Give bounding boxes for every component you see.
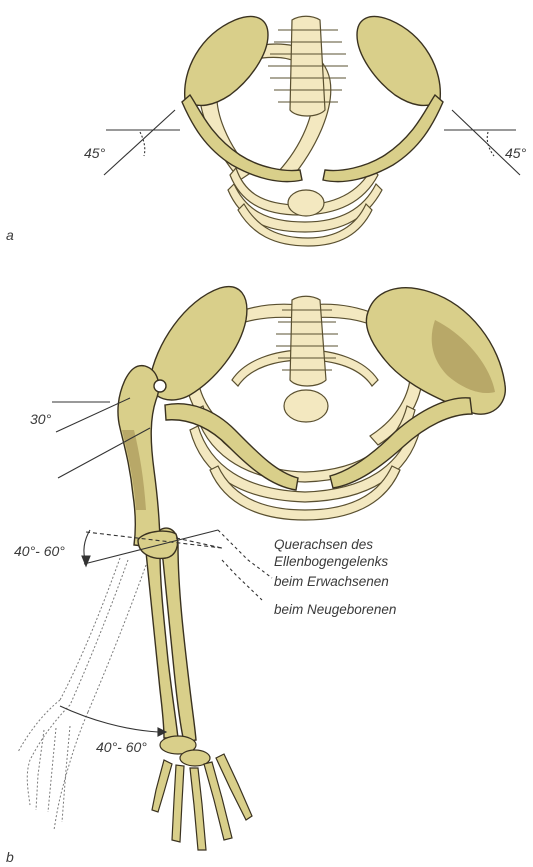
caption-adult: beim Erwachsenen (274, 574, 389, 589)
figure-b: 30° 40°- 60° 40°- 60° Querachsen des Ell… (6, 287, 505, 865)
clavicle-a-right (323, 95, 443, 182)
finger-2 (190, 768, 206, 850)
shoulder-angle-label: 30° (30, 411, 52, 427)
caption-line-2: Ellenbogengelenks (274, 554, 388, 569)
panel-label-a: a (6, 227, 14, 243)
forearm-angle-label: 40°- 60° (96, 739, 147, 755)
scapula-a-left (185, 16, 268, 105)
angle-left-a (104, 110, 180, 175)
hand-b (152, 736, 252, 850)
vertebra-a (288, 190, 324, 216)
figure-a: 45° 45° a (6, 16, 527, 246)
panel-label-b: b (6, 849, 14, 865)
elbow-angle-label: 40°- 60° (14, 543, 65, 559)
newborn-arm-outline (18, 558, 146, 830)
vertebra-b (284, 390, 328, 422)
thumb (152, 760, 172, 812)
caption-newborn: beim Neugeborenen (274, 602, 396, 617)
angle-label-right-a: 45° (505, 145, 527, 161)
scapula-a-right (357, 16, 440, 105)
finger-1 (172, 765, 184, 842)
caption-line-1: Querachsen des (274, 537, 373, 552)
angle-label-left-a: 45° (84, 145, 106, 161)
humerus-b (118, 366, 166, 548)
forearm-b (138, 528, 196, 742)
humerus-head-joint (154, 380, 166, 392)
angle-right-a (444, 110, 520, 175)
